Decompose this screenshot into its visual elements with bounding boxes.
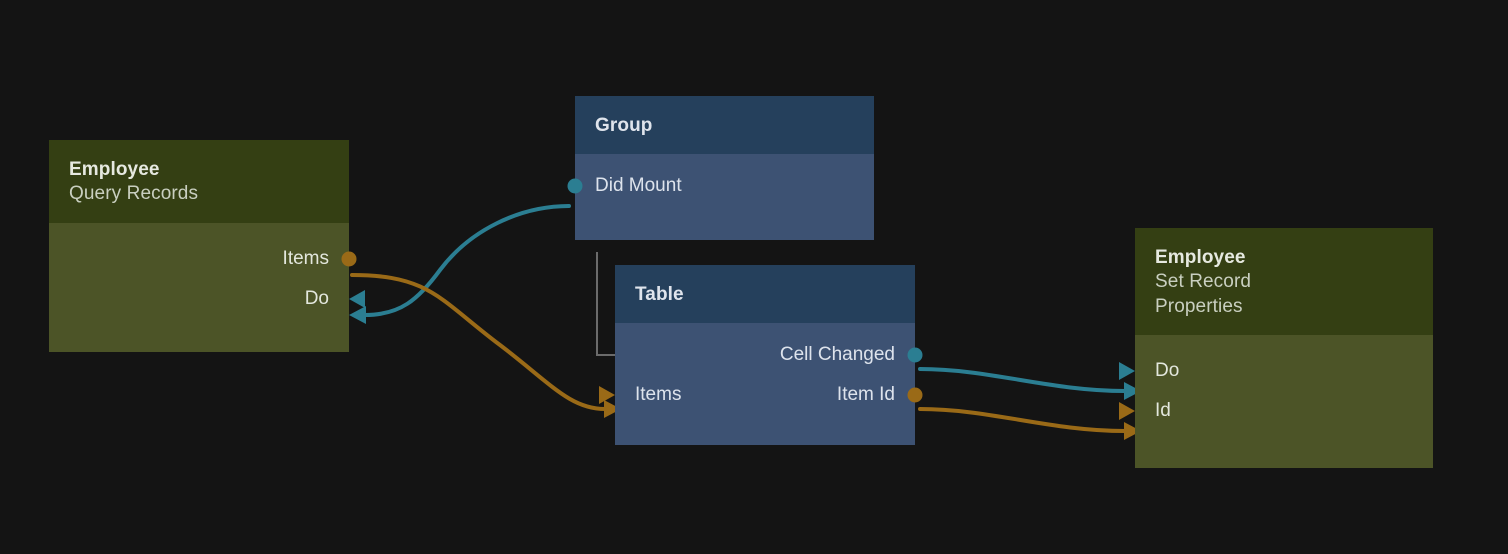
node-employee-set-record-properties[interactable]: Employee Set Record Properties Do Id	[1119, 228, 1433, 468]
port-dot-cell-changed-icon[interactable]	[907, 347, 923, 363]
port-arrow-do-icon[interactable]	[1119, 361, 1135, 380]
node-header: Employee Set Record Properties	[1135, 228, 1433, 335]
node-table[interactable]: Table Cell Changed Items Item Id	[599, 265, 923, 445]
edge-query-items-to-table-items	[350, 273, 607, 411]
port-label-item-id: Item Id	[836, 384, 895, 406]
port-label-did-mount: Did Mount	[595, 175, 682, 197]
port-row-items-output[interactable]: Items	[49, 239, 357, 279]
node-header: Table	[615, 265, 915, 324]
port-label-items: Items	[282, 247, 329, 269]
node-employee-query-records[interactable]: Employee Query Records Items Do	[49, 140, 365, 352]
port-label-cell-changed: Cell Changed	[779, 344, 895, 366]
port-label-id: Id	[1155, 399, 1171, 421]
port-label-do: Do	[304, 287, 329, 309]
node-body: Items Do	[49, 222, 365, 352]
port-dot-did-mount-icon[interactable]	[567, 178, 583, 194]
edge-arrowhead-query-do	[349, 306, 366, 324]
node-group[interactable]: Group Did Mount	[567, 96, 874, 240]
node-title: Employee	[69, 159, 160, 180]
port-row-did-mount[interactable]: Did Mount	[567, 166, 874, 206]
port-row-do-input[interactable]: Do	[49, 279, 365, 319]
port-arrow-items-icon[interactable]	[599, 386, 615, 405]
port-row-id[interactable]: Id	[1119, 391, 1433, 431]
port-arrow-do-icon[interactable]	[349, 289, 365, 308]
edge-did-mount-to-query-do	[363, 204, 571, 317]
port-dot-items-icon[interactable]	[341, 251, 357, 267]
node-title: Table	[635, 284, 684, 305]
port-row-cell-changed[interactable]: Cell Changed	[615, 335, 923, 375]
node-title: Group	[595, 115, 653, 136]
port-arrow-id-icon[interactable]	[1119, 401, 1135, 420]
port-row-do[interactable]: Do	[1119, 351, 1433, 391]
node-header: Group	[575, 96, 874, 155]
port-row-items-and-item-id[interactable]: Items Item Id	[599, 375, 923, 415]
node-body: Did Mount	[567, 154, 874, 240]
port-dot-item-id-icon[interactable]	[907, 387, 923, 403]
edge-cell-changed-to-set-do	[918, 367, 1127, 393]
node-subtitle: Query Records	[69, 183, 199, 205]
port-label-do: Do	[1155, 359, 1180, 381]
node-body: Do Id	[1119, 334, 1433, 468]
edge-item-id-to-set-id	[918, 407, 1127, 433]
node-subtitle: Set Record Properties	[1155, 271, 1252, 317]
port-label-items: Items	[635, 384, 682, 406]
node-title: Employee	[1155, 247, 1246, 268]
node-body: Cell Changed Items Item Id	[599, 323, 923, 445]
node-header: Employee Query Records	[49, 140, 349, 223]
